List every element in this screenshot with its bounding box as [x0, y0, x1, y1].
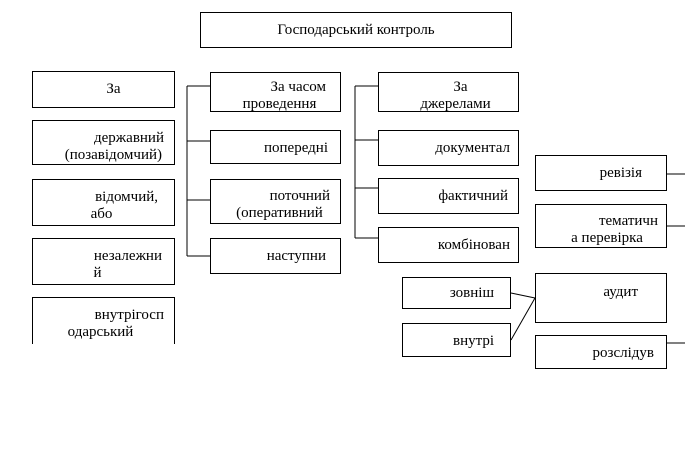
col3-header: За джерелами	[378, 72, 519, 112]
col2-item-preliminary: попередні	[210, 130, 341, 164]
col2-item-current: поточний (оперативний	[210, 179, 341, 224]
col1-item-internal: внутрігосп одарський	[32, 297, 175, 344]
col2-item-subsequent: наступни	[210, 238, 341, 274]
col4-item-revision: ревізія	[535, 155, 667, 191]
col2-header: За часом проведення	[210, 72, 341, 112]
col3-item-factual: фактичний	[378, 178, 519, 214]
col1-item-state: державний (позавідомчий)	[32, 120, 175, 165]
col1-item-independent: незалежни й	[32, 238, 175, 285]
diagram-title-text: Господарський контроль	[277, 22, 435, 38]
col1-header: За	[32, 71, 175, 108]
col3-item-documentary: документал	[378, 130, 519, 166]
bottom-item-investigation: розслідув	[535, 335, 667, 369]
col4-item-thematic-check: тематичн а перевірка	[535, 204, 667, 248]
col3-item-combined: комбінован	[378, 227, 519, 263]
col1-item-departmental: відомчий, або	[32, 179, 175, 226]
bottom-item-internal: внутрі	[402, 323, 511, 357]
bottom-item-external: зовніш	[402, 277, 511, 309]
bottom-item-audit: аудит	[535, 273, 667, 323]
diagram-title: Господарський контроль	[200, 12, 512, 48]
